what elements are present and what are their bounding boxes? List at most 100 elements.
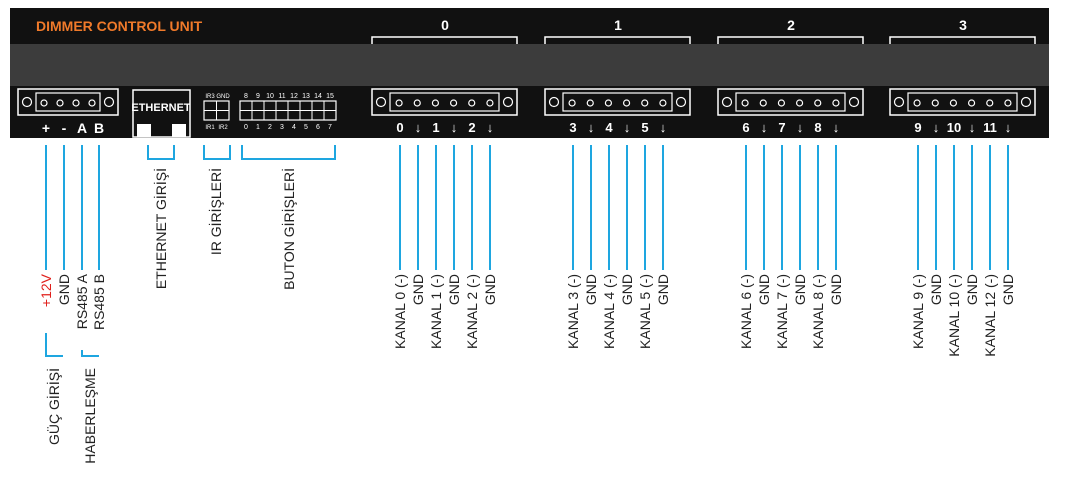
- button-bottom-label: 0: [244, 124, 248, 131]
- terminal-label: 0: [396, 120, 403, 135]
- ir-bracket: [203, 145, 231, 160]
- button-top-label: 13: [302, 93, 310, 100]
- group-number: 0: [441, 17, 449, 33]
- screw-icon: [449, 99, 458, 107]
- group-number: 3: [959, 17, 967, 33]
- power-wire-label: RS485 B: [91, 274, 107, 330]
- screw-icon: [949, 99, 958, 107]
- output-terminal-block-inner: [735, 92, 846, 112]
- wire-label: GND: [619, 274, 635, 305]
- mount-hole-icon: [548, 96, 560, 108]
- ethernet-latch: [137, 124, 151, 137]
- power-terminal-label: +: [42, 120, 50, 136]
- ir-caption: IR GİRİŞLERİ: [207, 168, 224, 255]
- terminal-label: 10: [947, 120, 961, 135]
- ir-bottom-label: IR2: [218, 125, 228, 131]
- terminal-label: 1: [432, 120, 439, 135]
- wire-label: GND: [1000, 274, 1016, 305]
- power-input-caption: GÜÇ GİRİŞİ: [45, 368, 62, 445]
- wire-label: GND: [828, 274, 844, 305]
- terminal-label: 7: [778, 120, 785, 135]
- screw-icon: [568, 99, 576, 107]
- group-bracket: [717, 36, 864, 44]
- power-terminal-label: -: [62, 120, 67, 136]
- button-top-label: 8: [244, 93, 248, 100]
- button-bottom-label: 5: [304, 124, 308, 131]
- wire-label: KANAL 8 (-): [810, 274, 826, 349]
- terminal-label: 2: [468, 120, 475, 135]
- mount-hole-icon: [103, 96, 115, 108]
- screw-icon: [40, 99, 48, 107]
- group-bracket: [371, 36, 518, 44]
- button-bottom-label: 1: [256, 124, 260, 131]
- mount-hole-icon: [848, 96, 860, 108]
- terminal-label: 8: [814, 120, 821, 135]
- screw-icon: [486, 99, 494, 107]
- wire-label: GND: [482, 274, 498, 305]
- terminal-label: ↓: [415, 120, 422, 135]
- button-bottom-label: 3: [280, 124, 284, 131]
- power-terminal-label: B: [94, 120, 104, 136]
- terminal-label: ↓: [1005, 120, 1012, 135]
- power-bracket: [45, 333, 63, 357]
- wire-label: GND: [410, 274, 426, 305]
- screw-icon: [659, 99, 667, 107]
- button-top-label: 9: [256, 93, 260, 100]
- screw-icon: [604, 99, 613, 107]
- output-terminal-block-inner: [907, 92, 1018, 112]
- power-terminal-block: [17, 88, 119, 116]
- screw-icon: [622, 99, 631, 107]
- screw-icon: [88, 99, 96, 107]
- output-terminal-block: [889, 88, 1036, 116]
- group-bracket: [889, 36, 1036, 44]
- terminal-label: ↓: [451, 120, 458, 135]
- terminal-label: 3: [569, 120, 576, 135]
- wire-label: GND: [655, 274, 671, 305]
- wire-label: KANAL 1 (-): [428, 274, 444, 349]
- wire-label: KANAL 0 (-): [392, 274, 408, 349]
- device-title: DIMMER CONTROL UNIT: [36, 18, 203, 34]
- wire-label: KANAL 7 (-): [774, 274, 790, 349]
- screw-icon: [814, 99, 822, 107]
- wire-label: KANAL 10 (-): [946, 274, 962, 357]
- button-top-label: 14: [314, 93, 322, 100]
- comm-bracket: [81, 350, 99, 357]
- ethernet-latch: [172, 124, 186, 137]
- wire-label: GND: [446, 274, 462, 305]
- wire-label: KANAL 3 (-): [565, 274, 581, 349]
- group-number: 1: [614, 17, 622, 33]
- ethernet-port: [132, 89, 191, 138]
- wire-label: GND: [583, 274, 599, 305]
- power-wire-label: +12V: [38, 273, 54, 307]
- button-caption: BUTON GİRİŞLERİ: [280, 168, 297, 290]
- screw-icon: [641, 99, 649, 107]
- wire-label: KANAL 6 (-): [738, 274, 754, 349]
- screw-icon: [586, 99, 594, 107]
- group-number: 2: [787, 17, 795, 33]
- power-terminal-label: A: [77, 120, 87, 136]
- terminal-label: ↓: [761, 120, 768, 135]
- button-bottom-label: 7: [328, 124, 332, 131]
- screw-icon: [986, 99, 994, 107]
- mount-hole-icon: [502, 96, 514, 108]
- output-terminal-block-inner: [389, 92, 500, 112]
- wire-label: GND: [928, 274, 944, 305]
- terminal-label: ↓: [624, 120, 631, 135]
- terminal-label: 11: [983, 120, 997, 135]
- button-top-label: 15: [326, 93, 334, 100]
- mount-hole-icon: [893, 96, 905, 108]
- screw-icon: [413, 99, 421, 107]
- terminal-label: 4: [605, 120, 613, 135]
- screw-icon: [395, 99, 403, 107]
- output-terminal-block: [371, 88, 518, 116]
- button-bracket: [241, 145, 336, 160]
- button-top-label: 10: [266, 93, 274, 100]
- terminal-label: ↓: [797, 120, 804, 135]
- terminal-label: ↓: [588, 120, 595, 135]
